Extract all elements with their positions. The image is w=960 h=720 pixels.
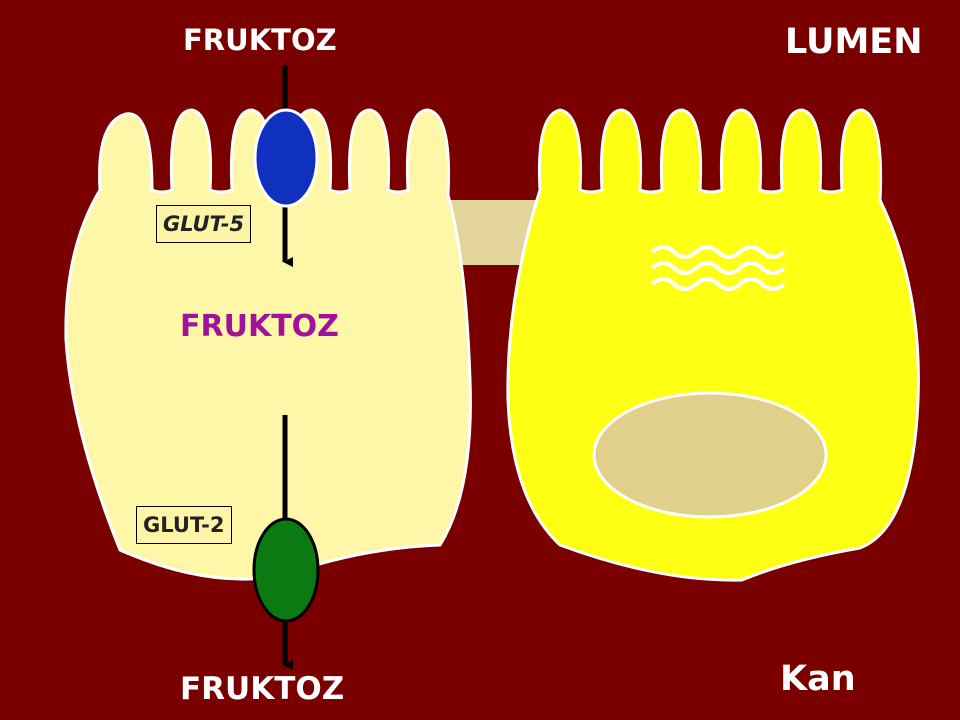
glut2-label: GLUT-2 [136, 506, 232, 544]
golgi-wave-1 [650, 245, 786, 259]
bottom-fructose-label: FRUKTOZ [180, 671, 345, 707]
blood-label: Kan [780, 659, 856, 699]
golgi-wave-3 [650, 277, 786, 291]
glut5-transporter [253, 108, 319, 208]
lumen-label: LUMEN [785, 22, 923, 62]
top-fructose-label: FRUKTOZ [183, 23, 337, 57]
glut2-transporter [252, 517, 320, 623]
golgi-wave-2 [650, 261, 786, 275]
nucleus [592, 391, 828, 519]
glut5-label: GLUT-5 [156, 205, 252, 243]
cell-fructose-label: FRUKTOZ [180, 309, 339, 344]
